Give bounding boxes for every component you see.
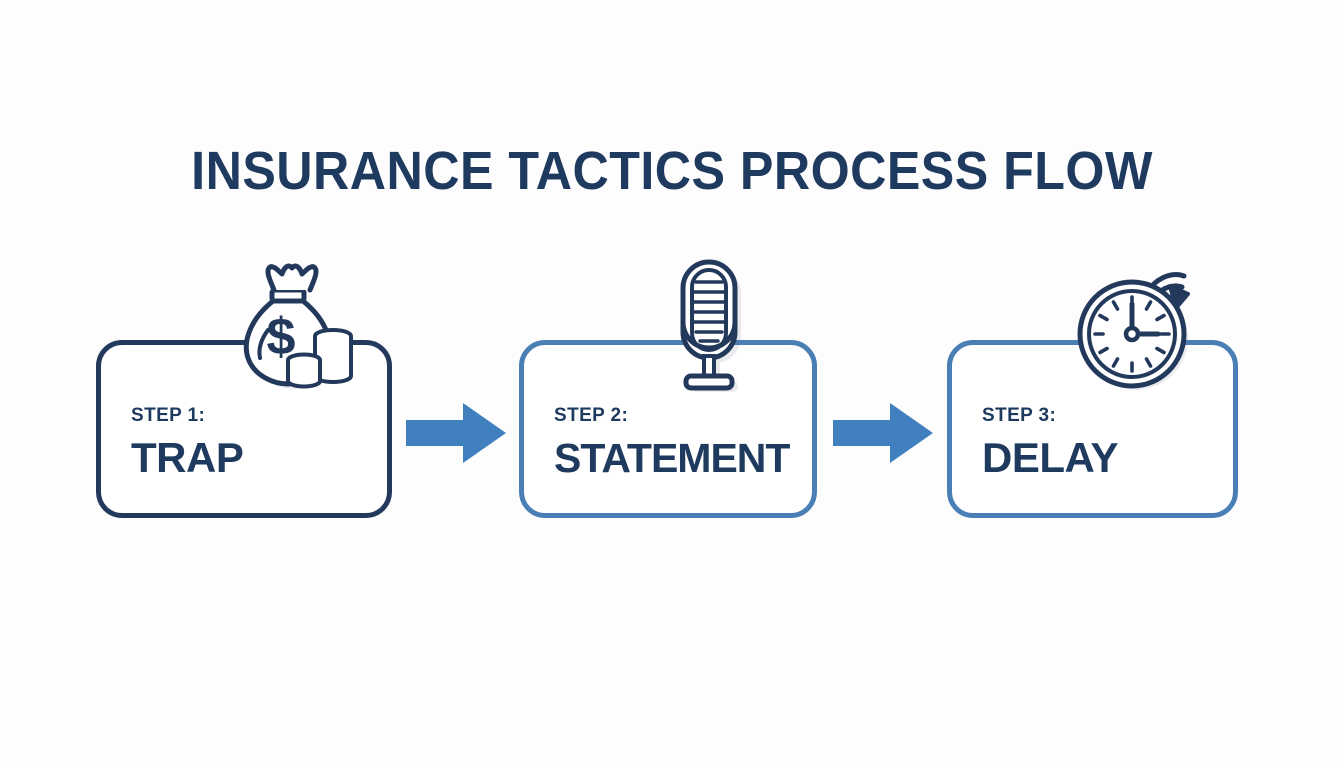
step-1-text: STEP 1: TRAP [131, 405, 244, 483]
step-2-text: STEP 2: STATEMENT [554, 405, 790, 483]
step-1-title: TRAP [131, 434, 244, 481]
arrow-right-icon-1 [406, 403, 506, 468]
page-title: INSURANCE TACTICS PROCESS FLOW [191, 141, 1153, 201]
step-1-label: STEP 1: [131, 405, 206, 426]
step-2-title: STATEMENT [554, 435, 790, 481]
step-2-label: STEP 2: [554, 405, 629, 426]
process-flow-row: STEP 1: TRAP [0, 259, 1344, 540]
step-box-2[interactable]: STEP 2: STATEMENT [519, 340, 817, 518]
step-3-title: DELAY [982, 434, 1119, 481]
step-box-1[interactable]: STEP 1: TRAP [96, 340, 392, 518]
arrow-right-icon-2 [833, 403, 933, 468]
step-3-text: STEP 3: DELAY [982, 405, 1119, 483]
step-box-3[interactable]: STEP 3: DELAY [947, 340, 1238, 518]
step-3-label: STEP 3: [982, 405, 1057, 426]
